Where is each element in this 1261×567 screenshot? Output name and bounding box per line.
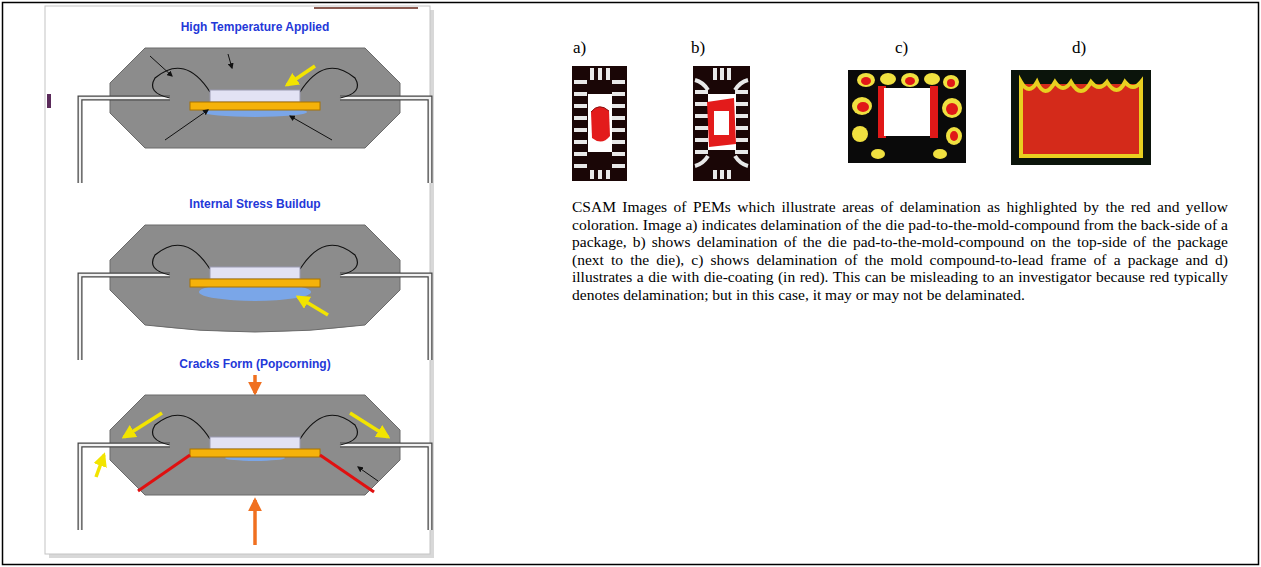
csam-image [848,70,966,163]
leader-line [358,467,378,481]
csam-image [572,66,627,181]
crack-line [138,455,190,491]
figure-caption: CSAM Images of PEMs which illustrate are… [572,198,1228,303]
csam-image [884,88,930,136]
leader-line [150,56,172,76]
csam-image [707,98,736,147]
stage-heading: Cracks Form (Popcorning) [179,357,330,371]
package-cross-section [80,68,430,183]
process-panel [314,7,418,9]
process-panel [45,6,434,558]
csam-image [901,73,919,87]
csam-image [708,94,736,150]
leader-line [150,54,332,140]
csam-image [588,94,612,152]
csam-image [693,66,750,181]
stress-arrow [124,413,162,437]
crack-line [320,455,374,492]
image-letter: a) [573,38,586,58]
stress-arrow [350,413,388,437]
csam-image [933,149,947,159]
csam-image [947,79,955,87]
heat-arrow [287,66,315,85]
csam-image [857,77,958,141]
csam-image [1011,70,1151,165]
stress-arrow [298,297,328,315]
force-arrow [253,375,257,393]
csam-image [857,102,869,112]
csam-image [942,98,962,118]
csam-image [905,77,915,85]
leader-line [290,116,332,140]
csam-image [950,131,958,141]
csam-image [1021,82,1141,156]
csam-image [861,77,871,85]
page-mark [47,94,51,108]
csam-image [1011,70,1151,165]
force-arrow [253,500,257,545]
image-letter: b) [691,38,705,58]
package-cross-section [80,225,430,360]
csam-image [591,107,610,142]
csam-image [946,127,962,145]
leader-line [228,54,232,68]
package-cross-section [80,48,430,183]
stage-heading: Internal Stress Buildup [189,197,320,211]
image-letter: d) [1072,38,1086,58]
process-panel [45,6,430,554]
csam-image [943,75,959,89]
image-letter: c) [895,38,908,58]
csam-image [946,103,958,115]
stress-arrow [96,413,388,477]
csam-image [871,149,885,159]
csam-image [572,66,627,181]
csam-image [1023,84,1139,154]
csam-image [930,86,938,138]
package-cross-section [80,245,430,360]
csam-image [591,107,609,112]
figure-frame [3,3,1259,565]
csam-image [695,68,748,179]
csam-image [852,126,868,142]
csam-image [693,66,750,181]
csam-image [574,68,625,179]
csam-image [848,70,966,163]
stress-arrow [96,455,104,477]
csam-image [924,73,940,85]
csam-image [852,73,962,159]
csam-image [880,73,896,85]
csam-image [852,97,872,115]
leader-line [165,110,208,140]
csam-image [857,73,875,87]
stage-heading: High Temperature Applied [181,20,330,34]
